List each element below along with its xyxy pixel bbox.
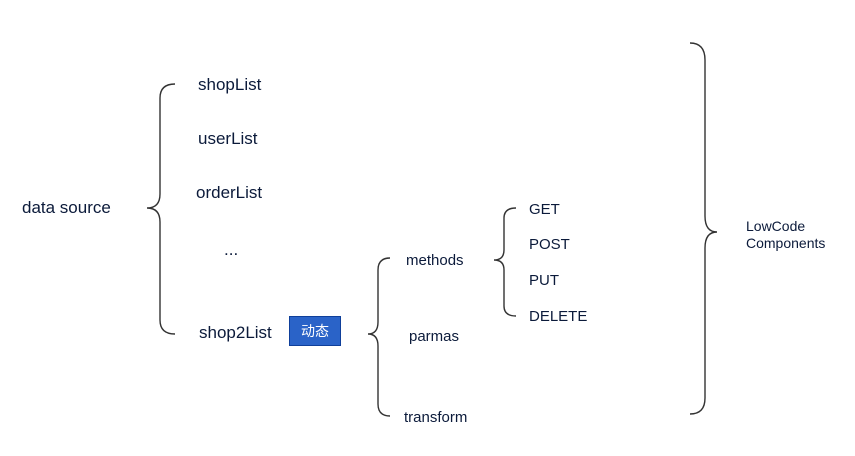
data-source-brace: [146, 83, 176, 335]
method-put: PUT: [529, 272, 559, 289]
config-methods: methods: [406, 252, 464, 269]
method-get: GET: [529, 201, 560, 218]
methods-brace: [493, 207, 517, 317]
method-delete: DELETE: [529, 308, 588, 325]
lowcode-brace: [689, 42, 718, 415]
config-parmas: parmas: [409, 328, 460, 345]
list-item-orderlist: orderList: [196, 183, 263, 202]
list-item-shoplist: shopList: [198, 75, 262, 94]
config-transform: transform: [404, 409, 468, 426]
shop2list-brace: [367, 257, 391, 417]
dynamic-badge: 动态: [289, 316, 341, 346]
list-item-userlist: userList: [198, 129, 258, 148]
list-item-ellipsis: ...: [224, 240, 239, 259]
lowcode-label-line1: LowCode: [746, 218, 806, 234]
list-item-shop2list: shop2List: [199, 323, 272, 342]
lowcode-label-line2: Components: [746, 235, 826, 251]
method-post: POST: [529, 236, 570, 253]
data-source-label: data source: [22, 198, 111, 217]
